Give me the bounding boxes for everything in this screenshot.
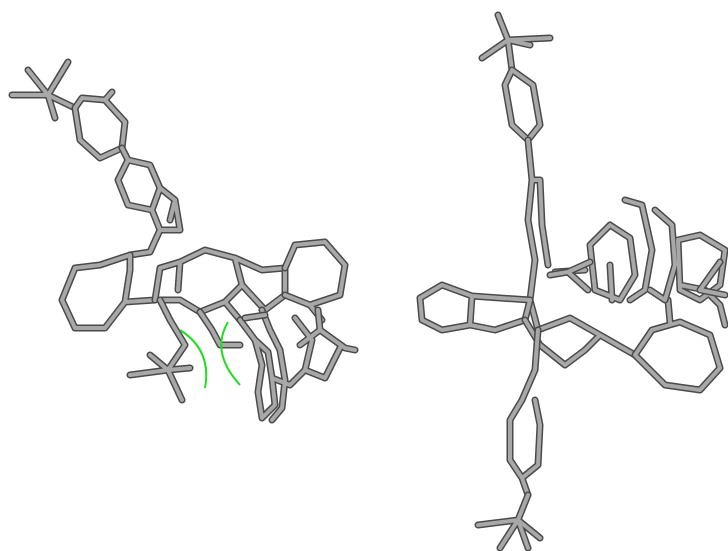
central-fused-ring [151,246,289,324]
bond-stick [153,248,287,322]
fluorene-core-upper [114,144,184,259]
central-lower-ring [521,314,639,369]
cyclohexyl-ring-far-right [631,296,724,394]
right-molecule-bonds [416,11,728,551]
cyclohexyl-ring-left [58,251,159,332]
lower-aryl-stack [236,306,359,424]
bond-stick [476,493,542,550]
left-molecule-view [8,58,359,424]
bond-stick [60,253,157,330]
bond-stick [116,146,182,257]
left-molecule-bonds [8,58,359,424]
bond-stick [128,298,192,402]
right-molecule-view [416,11,728,551]
aryl-ring-upper-left [71,88,129,162]
bond-outline [236,306,359,424]
tert-butyl-group-top [478,11,554,74]
steric-arc-left [179,329,208,389]
tert-butyl-group-top-left [8,58,79,122]
bond-stick [480,13,552,72]
tert-butyl-group-right [546,258,728,299]
bond-stick [73,90,127,160]
bond-outline [631,296,724,394]
bond-stick [633,298,722,392]
bond-stick [238,308,357,422]
aryl-ring-bottom [506,326,544,499]
bond-stick [198,310,267,347]
bond-stick [418,283,532,332]
bond-stick [548,260,727,297]
tert-butyl-group-lower-left [126,296,194,404]
aryl-ring-top [501,66,544,144]
bond-stick [10,60,77,120]
steric-arc-right [220,321,241,386]
tert-butyl-group-bottom [474,491,544,551]
linker-bond-lower [196,308,269,349]
fluorene-left-wing [416,281,534,334]
steric-clash-arcs [179,321,241,389]
